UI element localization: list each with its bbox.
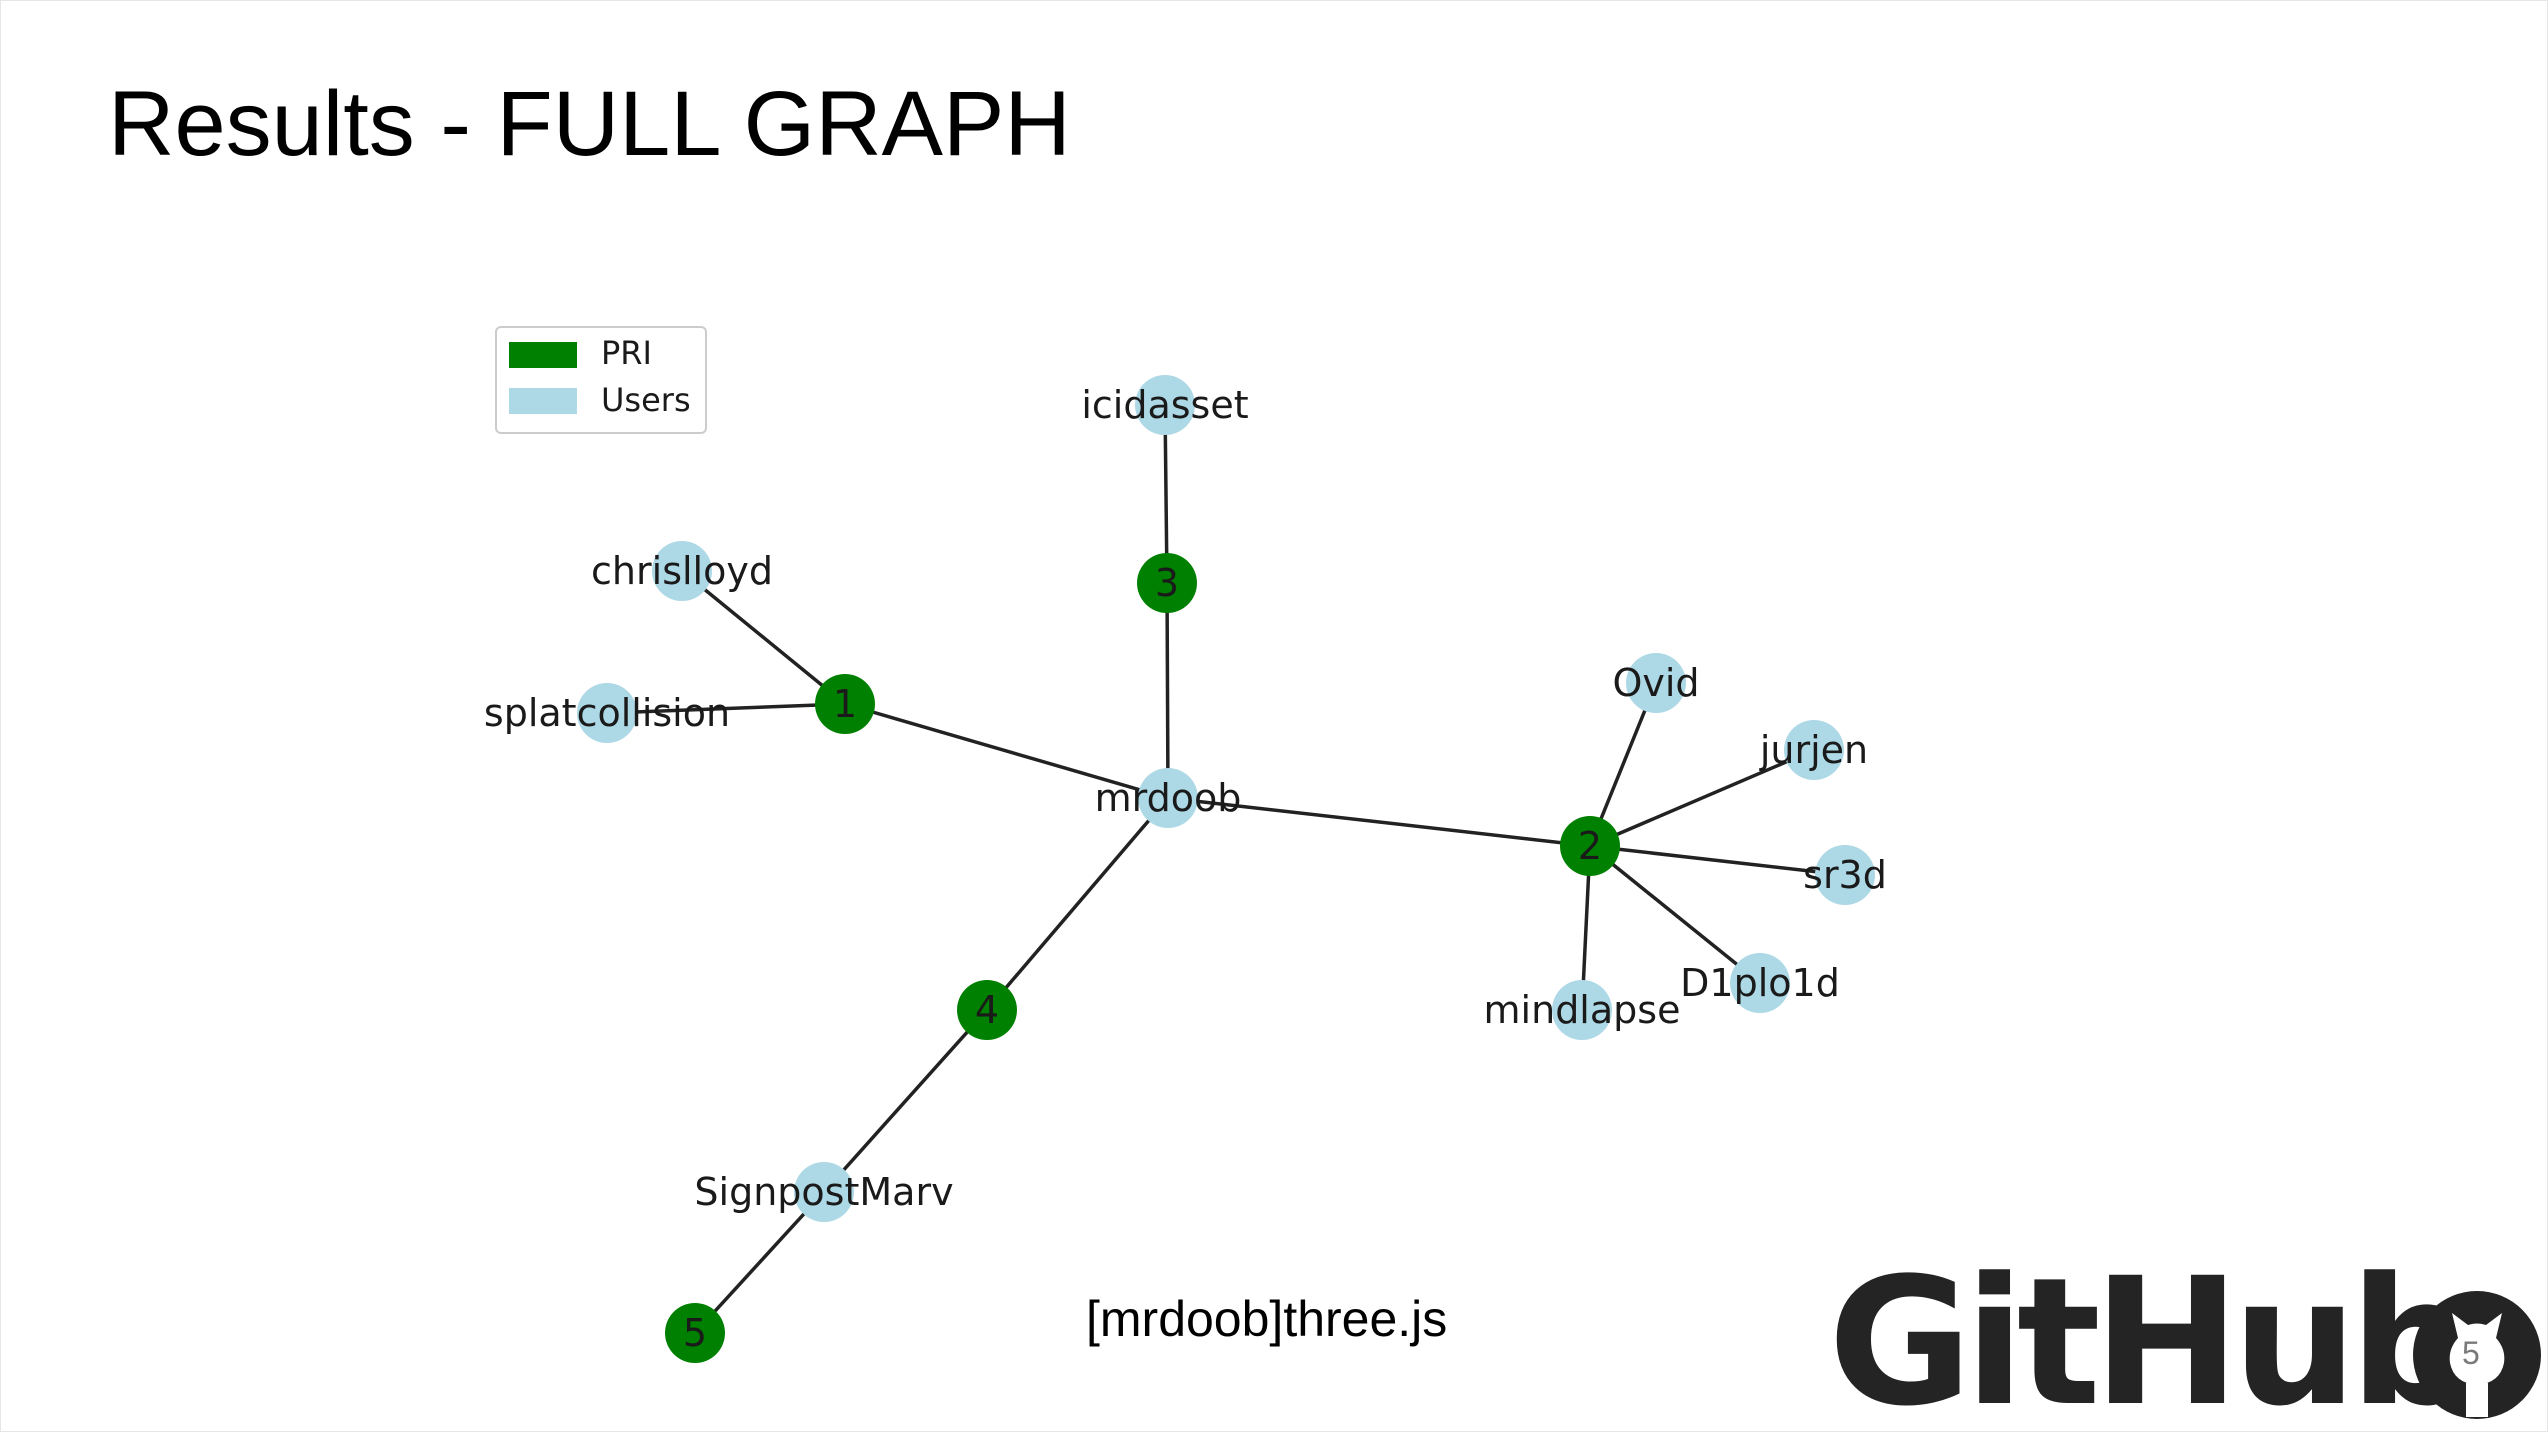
- node-D1plo1d: [1730, 953, 1790, 1013]
- legend: PRI Users: [495, 326, 707, 434]
- node-label-jurjen: jurjen: [1759, 728, 1868, 772]
- legend-label-pri: PRI: [601, 334, 652, 372]
- page-number: 5: [2462, 1335, 2480, 1371]
- node-label-icidasset: icidasset: [1081, 383, 1248, 427]
- node-label-p2: 2: [1578, 824, 1602, 868]
- node-SignpostMarv: [794, 1162, 854, 1222]
- edge-p2-jurjen: [1589, 748, 1815, 848]
- node-chrislloyd: [652, 541, 712, 601]
- node-label-chrislloyd: chrislloyd: [591, 549, 773, 593]
- edge-SignpostMarv-p5: [693, 1190, 826, 1335]
- edge-p2-D1plo1d: [1588, 844, 1762, 985]
- node-p2: [1560, 816, 1620, 876]
- slide-title: Results - FULL GRAPH: [108, 73, 1071, 175]
- node-label-splatcollision: splatcollision: [484, 691, 730, 735]
- node-label-D1plo1d: D1plo1d: [1680, 961, 1840, 1005]
- legend-swatch-pri: [509, 342, 577, 368]
- legend-swatch-users: [509, 388, 577, 414]
- edge-p4-SignpostMarv: [822, 1008, 989, 1194]
- caption: [mrdoob]three.js: [1086, 1291, 1448, 1347]
- node-label-sr3d: sr3d: [1803, 853, 1887, 897]
- edge-chrislloyd-p1: [680, 569, 847, 706]
- node-label-mrdoob: mrdoob: [1095, 776, 1242, 820]
- edge-mrdoob-p4: [985, 796, 1170, 1012]
- github-wordmark: GitHub: [1828, 1240, 2475, 1445]
- edge-splatcollision-p1: [606, 702, 846, 715]
- node-label-Ovid: Ovid: [1612, 661, 1699, 705]
- node-splatcollision: [577, 683, 637, 743]
- node-sr3d: [1815, 845, 1875, 905]
- node-p3: [1137, 553, 1197, 613]
- node-label-mindlapse: mindlapse: [1484, 988, 1681, 1032]
- node-p1: [815, 674, 875, 734]
- nodes-layer: mrdoob icidasset chrislloyd splatcollision O…: [484, 375, 1887, 1363]
- node-icidasset: [1135, 375, 1195, 435]
- edge-p1-mrdoob: [844, 702, 1169, 800]
- node-label-p4: 4: [975, 988, 999, 1032]
- node-label-p5: 5: [683, 1311, 707, 1355]
- node-Ovid: [1626, 653, 1686, 713]
- edge-p2-sr3d: [1589, 844, 1846, 877]
- node-label-p3: 3: [1155, 561, 1179, 605]
- node-mindlapse: [1552, 980, 1612, 1040]
- legend-label-users: Users: [601, 381, 691, 419]
- octocat-icon: [2413, 1291, 2541, 1419]
- node-label-p1: 1: [833, 682, 857, 726]
- node-p4: [957, 980, 1017, 1040]
- node-jurjen: [1784, 720, 1844, 780]
- node-p5: [665, 1303, 725, 1363]
- node-mrdoob: [1138, 768, 1198, 828]
- node-label-SignpostMarv: SignpostMarv: [694, 1170, 953, 1214]
- edge-p3-mrdoob: [1165, 582, 1170, 799]
- edge-mrdoob-p2: [1167, 796, 1591, 848]
